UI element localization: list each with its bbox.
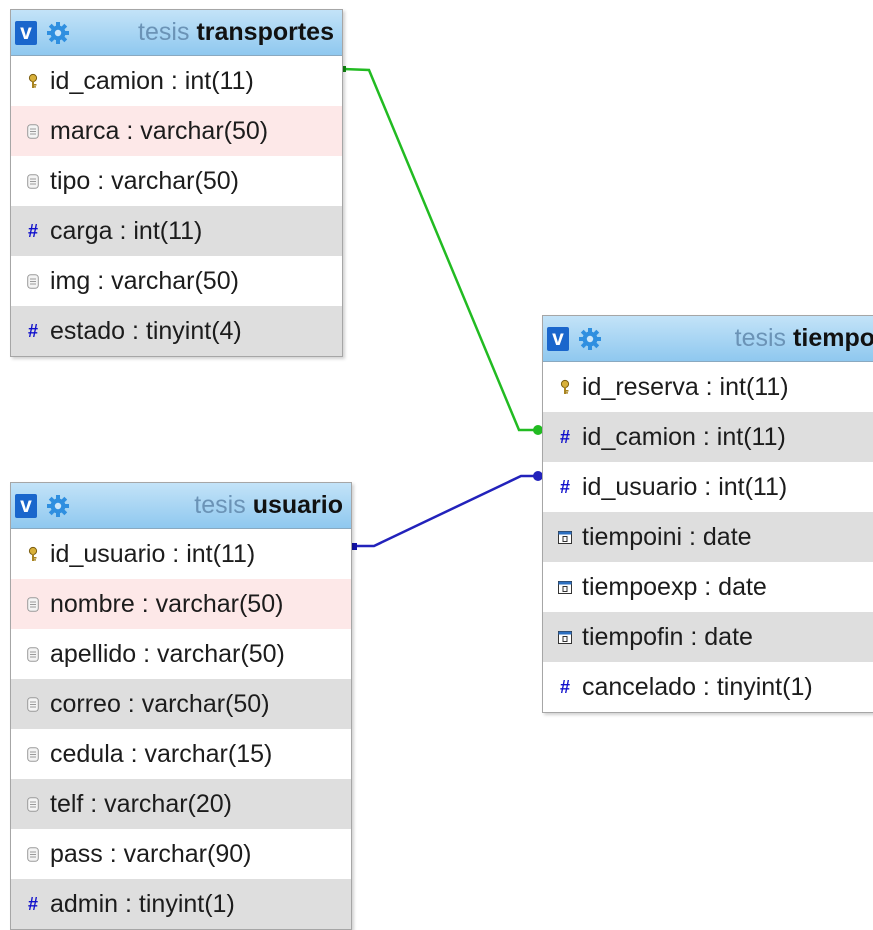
field-row[interactable]: correo : varchar(50): [11, 679, 351, 729]
field-label: id_camion : int(11): [582, 422, 786, 451]
relation-start-marker: [340, 66, 346, 72]
date-field-icon: [557, 580, 573, 594]
text-field-icon: [25, 596, 41, 612]
text-field-icon: [25, 846, 41, 862]
collapse-toggle-button[interactable]: v: [15, 493, 37, 518]
gear-icon[interactable]: [46, 494, 70, 518]
field-row[interactable]: id_camion : int(11): [11, 56, 342, 106]
field-label: estado : tinyint(4): [50, 316, 242, 345]
field-row[interactable]: img : varchar(50): [11, 256, 342, 306]
key-icon: [25, 73, 41, 89]
field-row[interactable]: id_reserva : int(11): [543, 362, 873, 412]
field-row[interactable]: tiempoini : date: [543, 512, 873, 562]
field-label: id_camion : int(11): [50, 66, 254, 95]
field-label: tipo : varchar(50): [50, 166, 239, 195]
relation-end-marker: [533, 425, 543, 435]
numeric-field-icon: #: [559, 676, 570, 697]
collapse-toggle-button[interactable]: v: [15, 20, 37, 45]
text-field-icon: [25, 173, 41, 189]
field-label: apellido : varchar(50): [50, 639, 285, 668]
numeric-field-icon: #: [27, 893, 38, 914]
field-row[interactable]: cedula : varchar(15): [11, 729, 351, 779]
field-row[interactable]: marca : varchar(50): [11, 106, 342, 156]
field-row[interactable]: tiempofin : date: [543, 612, 873, 662]
numeric-field-icon: #: [559, 476, 570, 497]
relation-usuario-tiempo[interactable]: [350, 471, 543, 550]
database-name: tesis: [194, 491, 246, 519]
field-row[interactable]: # cancelado : tinyint(1): [543, 662, 873, 712]
text-field-icon: [25, 273, 41, 289]
table-name: usuario: [252, 491, 343, 519]
field-row[interactable]: # id_camion : int(11): [543, 412, 873, 462]
relation-line: [342, 67, 537, 432]
field-label: id_usuario : int(11): [582, 472, 788, 501]
field-row[interactable]: tiempoexp : date: [543, 562, 873, 612]
field-row[interactable]: # admin : tinyint(1): [11, 879, 351, 929]
text-field-icon: [25, 746, 41, 762]
field-label: id_reserva : int(11): [582, 372, 789, 401]
field-row[interactable]: # estado : tinyint(4): [11, 306, 342, 356]
field-label: admin : tinyint(1): [50, 889, 235, 918]
field-label: cedula : varchar(15): [50, 739, 273, 768]
field-label: tiempofin : date: [582, 622, 753, 651]
field-row[interactable]: pass : varchar(90): [11, 829, 351, 879]
field-label: tiempoexp : date: [582, 572, 767, 601]
table-name: tiempo: [793, 324, 873, 352]
key-icon: [557, 379, 573, 395]
relation-line: [352, 474, 537, 548]
field-label: pass : varchar(90): [50, 839, 252, 868]
field-row[interactable]: tipo : varchar(50): [11, 156, 342, 206]
field-row[interactable]: nombre : varchar(50): [11, 579, 351, 629]
database-name: tesis: [734, 324, 787, 352]
numeric-field-icon: #: [27, 220, 38, 241]
field-label: carga : int(11): [50, 216, 203, 245]
text-field-icon: [25, 796, 41, 812]
table-name: transportes: [196, 18, 334, 46]
key-icon: [25, 546, 41, 562]
field-row[interactable]: apellido : varchar(50): [11, 629, 351, 679]
relation-end-marker: [533, 471, 543, 481]
field-label: nombre : varchar(50): [50, 589, 284, 618]
relation-transportes-tiempo[interactable]: [340, 66, 543, 435]
field-row[interactable]: # id_usuario : int(11): [543, 462, 873, 512]
field-row[interactable]: telf : varchar(20): [11, 779, 351, 829]
field-label: tiempoini : date: [582, 522, 752, 551]
text-field-icon: [25, 646, 41, 662]
field-label: telf : varchar(20): [50, 789, 233, 818]
gear-icon[interactable]: [46, 21, 70, 45]
field-label: id_usuario : int(11): [50, 539, 256, 568]
numeric-field-icon: #: [559, 426, 570, 447]
gear-icon[interactable]: [578, 327, 602, 351]
collapse-toggle-button[interactable]: v: [547, 326, 569, 351]
date-field-icon: [557, 530, 573, 544]
numeric-field-icon: #: [27, 320, 38, 341]
field-label: correo : varchar(50): [50, 689, 270, 718]
database-name: tesis: [138, 18, 190, 46]
date-field-icon: [557, 630, 573, 644]
field-label: img : varchar(50): [50, 266, 239, 295]
field-label: marca : varchar(50): [50, 116, 269, 145]
field-row[interactable]: # carga : int(11): [11, 206, 342, 256]
text-field-icon: [25, 123, 41, 139]
text-field-icon: [25, 696, 41, 712]
relation-start-marker: [350, 543, 357, 550]
field-label: cancelado : tinyint(1): [582, 672, 813, 701]
field-row[interactable]: id_usuario : int(11): [11, 529, 351, 579]
